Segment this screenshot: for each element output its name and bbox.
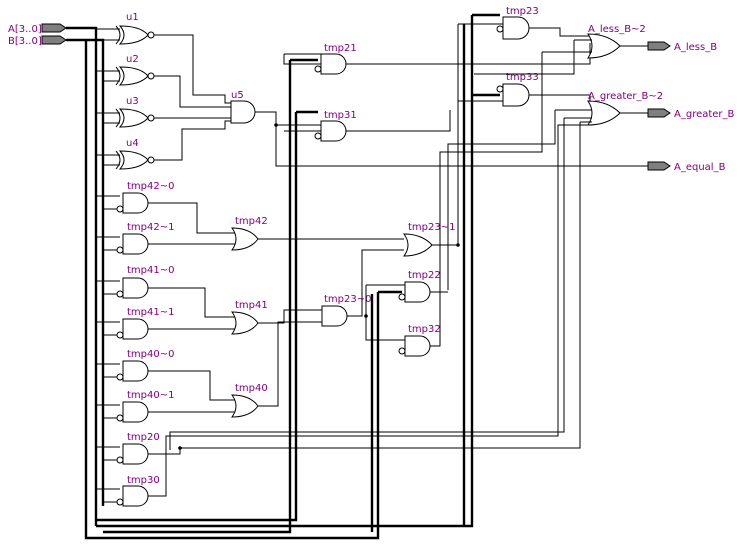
gate-tmp41-0-label: tmp41~0 — [127, 265, 174, 276]
gate-tmp33-label: tmp33 — [506, 72, 539, 83]
gate-tmp30-label: tmp30 — [127, 475, 160, 486]
gate-u4: u4 — [115, 138, 155, 170]
gate-tmp23-0: tmp23~0 — [321, 249, 404, 327]
gate-tmp40-label: tmp40 — [235, 383, 268, 394]
gate-tmp33: tmp33 — [458, 72, 591, 107]
gate-tmp22: tmp22 — [365, 270, 448, 316]
output-pin-a-greater-b[interactable]: A_greater_B — [647, 108, 735, 120]
gate-tmp20-label: tmp20 — [127, 432, 160, 443]
gate-u5-label: u5 — [231, 90, 244, 101]
gate-tmp41-1-label: tmp41~1 — [127, 307, 174, 318]
gate-tmp40: tmp40 — [231, 321, 322, 418]
output-pin-a-equal-b-label: A_equal_B — [674, 162, 726, 173]
input-pin-a[interactable]: A[3..0] — [8, 23, 67, 35]
gate-tmp42-label: tmp42 — [235, 216, 268, 227]
gate-a-greater-b-2: A_greater_B~2 — [169, 91, 663, 450]
gate-tmp41-1: tmp41~1 — [116, 307, 235, 340]
gate-tmp42-1-label: tmp42~1 — [127, 222, 174, 233]
gate-tmp23-0-label: tmp23~0 — [324, 294, 371, 305]
gate-tmp30: tmp30 — [116, 124, 592, 507]
gate-tmp21: tmp21 — [283, 43, 591, 75]
gate-tmp41-label: tmp41 — [235, 300, 268, 311]
gate-u1: u1 — [115, 12, 155, 45]
gate-tmp22-label: tmp22 — [408, 270, 441, 281]
bus-taps — [96, 28, 120, 503]
gate-a-greater-b-2-label: A_greater_B~2 — [588, 91, 663, 102]
gate-tmp31: tmp31 — [276, 110, 451, 142]
gate-a-less-b-2-label: A_less_B~2 — [588, 24, 646, 35]
gate-u2-label: u2 — [126, 54, 139, 65]
output-pin-a-equal-b[interactable]: A_equal_B — [647, 161, 726, 173]
gate-tmp40-0-label: tmp40~0 — [127, 349, 174, 360]
output-pin-a-greater-b-label: A_greater_B — [674, 109, 735, 120]
output-pin-a-less-b[interactable]: A_less_B — [647, 41, 717, 53]
gate-tmp32-label: tmp32 — [408, 324, 441, 335]
input-pin-b-label: B[3..0] — [8, 36, 42, 47]
gate-tmp42: tmp42 — [231, 216, 404, 251]
input-pin-a-label: A[3..0] — [8, 24, 42, 35]
gate-u4-label: u4 — [126, 138, 139, 149]
gate-tmp41-0: tmp41~0 — [116, 265, 235, 318]
output-pin-a-less-b-label: A_less_B — [674, 42, 717, 53]
gate-tmp23-label: tmp23 — [506, 6, 539, 17]
gate-tmp31-label: tmp31 — [324, 110, 357, 121]
gate-tmp40-1-label: tmp40~1 — [127, 390, 174, 401]
gate-tmp32: tmp32 — [365, 316, 441, 357]
gate-tmp21-label: tmp21 — [324, 43, 357, 54]
gate-tmp23: tmp23 — [458, 6, 594, 40]
input-pin-b[interactable]: B[3..0] — [8, 35, 67, 47]
gate-tmp42-0: tmp42~0 — [116, 181, 235, 234]
gate-tmp40-0: tmp40~0 — [116, 349, 235, 401]
gate-tmp23-1: tmp23~1 — [403, 24, 459, 257]
gate-a-less-b-2: A_less_B~2 — [439, 24, 648, 343]
gate-u3-label: u3 — [126, 96, 139, 107]
gate-tmp41: tmp41 — [231, 300, 322, 335]
gate-tmp40-1: tmp40~1 — [116, 390, 235, 423]
bus-lines — [66, 13, 500, 540]
gate-tmp23-1-label: tmp23~1 — [408, 222, 455, 233]
gate-tmp20: tmp20 — [116, 432, 181, 465]
gate-u2: u2 — [115, 54, 155, 86]
gate-u1-label: u1 — [126, 12, 139, 23]
gate-u5: u5 — [154, 34, 655, 167]
gate-u3: u3 — [115, 96, 155, 128]
gate-tmp42-1: tmp42~1 — [116, 222, 235, 255]
junction-dots — [178, 123, 460, 450]
gate-tmp42-0-label: tmp42~0 — [127, 181, 174, 192]
